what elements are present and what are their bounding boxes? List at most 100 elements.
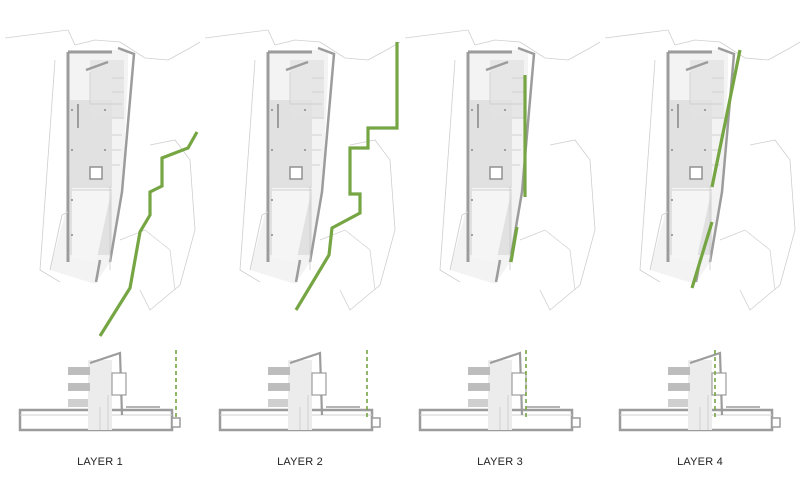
site-contour xyxy=(519,229,576,291)
interior-line xyxy=(249,214,263,271)
column-dot xyxy=(271,149,273,151)
site-contour xyxy=(439,59,461,283)
site-contour xyxy=(139,139,196,311)
interior-line xyxy=(449,214,463,271)
core-square xyxy=(489,166,503,180)
column-dot xyxy=(671,149,673,151)
layer-label: LAYER 1 xyxy=(77,456,123,468)
site-contour xyxy=(119,229,176,291)
column-dot xyxy=(704,109,706,111)
site-contour xyxy=(4,29,200,61)
wall-south xyxy=(94,259,102,283)
section-line xyxy=(699,395,709,430)
plan-drawing xyxy=(404,29,600,311)
site-contour xyxy=(239,59,261,283)
column-dot xyxy=(104,109,106,111)
plan-drawing xyxy=(204,29,400,311)
column-dot xyxy=(71,109,73,111)
column-dot xyxy=(271,199,273,201)
column-dot xyxy=(304,149,306,151)
layer-label: LAYER 4 xyxy=(677,456,723,468)
floor-slab xyxy=(68,383,90,391)
column-dot xyxy=(71,149,73,151)
wall-east xyxy=(308,46,336,263)
core-square xyxy=(689,166,703,180)
interior-line xyxy=(61,211,69,216)
column-dot xyxy=(304,109,306,111)
side-room xyxy=(311,372,327,396)
core-square xyxy=(289,166,303,180)
ramp-floor xyxy=(72,188,112,262)
interior-line xyxy=(649,214,663,271)
wall-south xyxy=(494,259,502,283)
site-contour xyxy=(639,59,661,283)
wall-inner xyxy=(485,60,509,72)
column-dot xyxy=(671,199,673,201)
column-dot xyxy=(504,109,506,111)
floor-slab xyxy=(468,399,488,407)
floor-slab xyxy=(268,399,288,407)
core-square xyxy=(89,166,103,180)
floor-slab xyxy=(468,367,490,375)
column-dot xyxy=(671,109,673,111)
end-block xyxy=(571,417,581,428)
column-dot xyxy=(504,149,506,151)
wall-inner xyxy=(285,60,309,72)
wall-south xyxy=(294,259,302,283)
wall-east xyxy=(108,46,136,263)
column-dot xyxy=(471,199,473,201)
layer-panel-3: LAYER 3 xyxy=(400,0,600,480)
upper-rooms-floor xyxy=(90,60,124,118)
layer-label: LAYER 2 xyxy=(277,456,323,468)
floor-slab xyxy=(68,399,88,407)
column-dot xyxy=(704,149,706,151)
layer-label: LAYER 3 xyxy=(477,456,523,468)
accent-route xyxy=(509,226,519,263)
accent-route xyxy=(294,42,399,311)
interior-line xyxy=(49,214,63,271)
upper-rooms-floor xyxy=(490,60,524,118)
column-dot xyxy=(671,234,673,236)
accent-route xyxy=(710,49,742,188)
site-contour xyxy=(39,59,61,283)
end-block xyxy=(771,417,781,428)
upper-rooms-floor xyxy=(690,60,724,118)
ramp-floor xyxy=(672,188,712,262)
site-contour xyxy=(319,229,376,291)
site-contour xyxy=(204,29,400,61)
interior-line xyxy=(661,211,669,216)
side-room xyxy=(111,372,127,396)
accent-route xyxy=(98,131,199,337)
section-line xyxy=(99,395,109,430)
end-block xyxy=(371,417,381,428)
site-contour xyxy=(539,139,596,311)
wall-inner xyxy=(685,60,709,72)
ramp-floor xyxy=(272,188,312,262)
section-line xyxy=(299,395,309,430)
site-contour xyxy=(719,229,776,291)
floor-slab xyxy=(668,383,690,391)
accent-route xyxy=(690,221,714,289)
layer-panel-1: LAYER 1 xyxy=(0,0,200,480)
ramp-floor xyxy=(472,188,512,262)
site-contour xyxy=(739,139,796,311)
column-dot xyxy=(71,234,73,236)
column-dot xyxy=(104,149,106,151)
column-dot xyxy=(71,199,73,201)
site-contour xyxy=(404,29,600,61)
section-drawing xyxy=(218,350,381,432)
column-dot xyxy=(471,234,473,236)
floor-slab xyxy=(268,367,290,375)
upper-rooms-floor xyxy=(290,60,324,118)
wall-inner xyxy=(85,60,109,72)
site-contour xyxy=(604,29,800,61)
wall-east xyxy=(708,46,736,263)
side-room xyxy=(711,372,727,396)
floor-slab xyxy=(468,383,490,391)
floor-slab xyxy=(268,383,290,391)
layer-panel-4: LAYER 4 xyxy=(600,0,800,480)
floor-slab xyxy=(668,367,690,375)
section-drawing xyxy=(18,350,181,432)
interior-line xyxy=(261,211,269,216)
